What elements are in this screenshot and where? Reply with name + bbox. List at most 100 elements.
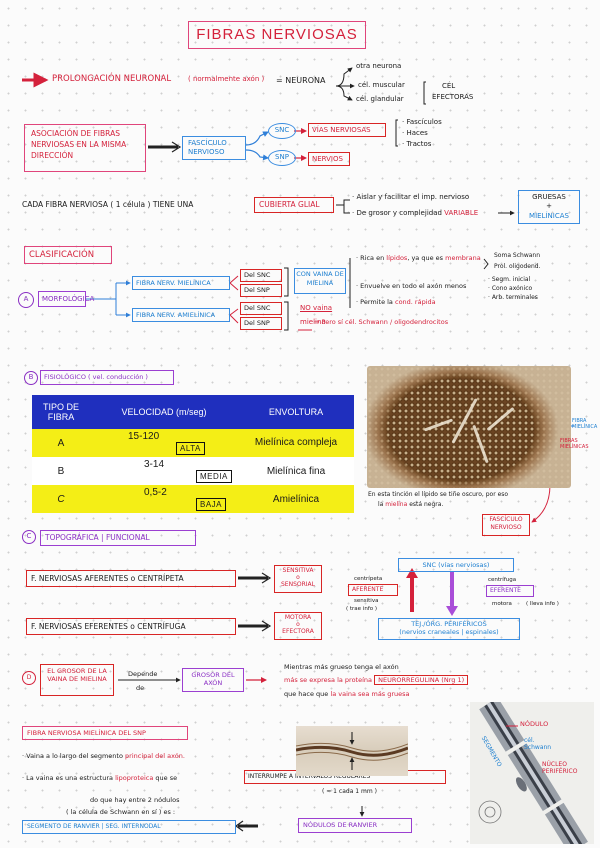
permite-line: · Permite la cond. rápida [356, 298, 436, 306]
fisiologico-box: FISIOLÓGICO ( vel. conducción ) [40, 370, 174, 385]
letter-d-badge: D [22, 671, 36, 685]
nodulo-label: NÓDULO [520, 720, 549, 728]
list-haces: · Haces [402, 129, 428, 137]
morfologica-box: MORFOLÓGICA [38, 291, 94, 307]
grosor-line1: Mientras más grueso tenga el axón [284, 663, 399, 671]
snp-line2: · La vaina es una estructura lipoproteic… [22, 774, 178, 782]
amielinica-snp-box: Del SNP [240, 317, 282, 330]
row-speed: 3-14MEDIA [90, 457, 238, 485]
amielinica-box: FIBRA NERV. AMIELÍNICA [132, 308, 230, 322]
vias-box: VÍAS NERVIOSAS [308, 123, 386, 137]
fasciculo-box: FASCÍCULO NERVIOSO [182, 136, 246, 160]
segmento-ranvier-box: SEGMENTO DE RANVIER | SEG. INTERNODAL [22, 820, 236, 834]
asociacion-box: ASOCIACIÓN DE FIBRAS NERVIOSAS EN LA MIS… [24, 124, 146, 172]
depende-de: de [136, 684, 145, 692]
prolongacion-note: ( normalmente axón ) [188, 75, 265, 83]
snp-line5: ( la célula de Schwann en sí ) es : [66, 808, 176, 816]
target-cel-muscular: cél. muscular [358, 81, 405, 89]
trae-info: ( trae info ) [346, 606, 378, 612]
snp-oval: SNP [268, 150, 296, 166]
aferente-box: AFERENTE [348, 584, 398, 596]
table-row: B 3-14MEDIA Mielínica fina [32, 457, 354, 485]
snp-line3: ( ≈ 1 cada 1 mm ) [322, 788, 377, 795]
neurona-label: = NEURONA [276, 76, 326, 85]
snp-line1: · Vaina a lo largo del segmento principa… [22, 752, 185, 760]
table-row: A 15-120ALTA Mielínica compleja [32, 429, 354, 457]
gruesas-box: GRUESAS+MIELÍNICAS [518, 190, 580, 224]
snp-fiber-title: FIBRA NERVIOSA MIELÍNICA DEL SNP [22, 726, 188, 740]
cubierta-line1: · Aislar y facilitar el imp. nervioso [352, 193, 470, 201]
row-type: B [32, 457, 90, 485]
envuelve-line: · Envuelve en todo el axón menos [356, 282, 467, 290]
target-otra-neurona: otra neurona [356, 62, 402, 70]
speed-level: BAJA [196, 498, 227, 511]
snc-oval: SNC [268, 123, 296, 139]
sin-vaina-a: NO vaina [300, 304, 333, 312]
efectoras-label: EFECTORAS [432, 93, 474, 101]
snc-vias-box: SNC (vías nerviosas) [398, 558, 514, 572]
mielinica-box: FIBRA NERV. MIELÍNICA [132, 276, 230, 290]
grosor-line2: más se expresa la proteína NEURORREGULIN… [284, 675, 469, 685]
sensitiva-small: sensitiva [354, 598, 379, 604]
centripeta-small: centrípeta [354, 576, 383, 582]
nerve-cross-section-image [367, 366, 571, 488]
clasificacion-title: CLASIFICACIÓN [24, 246, 112, 264]
arb-terminales: · Arb. terminales [488, 294, 538, 301]
row-speed: 15-120ALTA [90, 429, 238, 457]
amielinica-snc-box: Del SNC [240, 302, 282, 315]
table-header: TIPO DE FIBRA VELOCIDAD (m/seg) ENVOLTUR… [32, 395, 354, 429]
list-tractos: · Tractos [402, 140, 432, 148]
cubierta-box: CUBIERTA GLIAL [254, 197, 334, 213]
fasciculo-nervioso-box: FASCÍCULO NERVIOSO [482, 514, 530, 536]
row-env: Mielínica fina [238, 457, 354, 485]
row-type: C [32, 485, 90, 513]
motora-small: motora [492, 601, 512, 607]
mielinica-snp-box: Del SNP [240, 284, 282, 297]
schwann-label: cél.Schwann [524, 737, 552, 751]
sin-vaina-b: mielina [300, 318, 326, 326]
row-env: Mielínica compleja [238, 429, 354, 457]
header-velocidad: VELOCIDAD (m/seg) [90, 395, 238, 429]
cel-label: CÉL [442, 82, 456, 90]
topografica-box: TOPOGRÁFICA | FUNCIONAL [40, 530, 196, 546]
rica-line: · Rica en lípidos, ya que es membrana [356, 254, 481, 262]
letter-c-badge: C [22, 530, 36, 544]
prol-oligodend: Prol. oligodend. [494, 263, 541, 270]
con-vaina-box: CON VAINA DE MIELINA [294, 268, 346, 294]
eferente-box: EFERENTE [486, 585, 534, 597]
photo-caption-1: En esta tinción el lípido se tiñe oscuro… [368, 491, 509, 498]
table-row: C 0,5-2BAJA Amielínica [32, 485, 354, 513]
cono-axonico: · Cono axónico [488, 285, 533, 292]
fiber-table: TIPO DE FIBRA VELOCIDAD (m/seg) ENVOLTUR… [32, 395, 354, 513]
letter-a-badge: A [18, 292, 34, 308]
photo-caption-2: la mielina está negra. [378, 501, 444, 508]
row-type: A [32, 429, 90, 457]
row-speed: 0,5-2BAJA [90, 485, 238, 513]
centrifuga-small: centrífuga [488, 577, 517, 583]
aferentes-box: F. NERVIOSAS AFERENTES o CENTRÍPETA [26, 570, 236, 587]
header-envoltura: ENVOLTURA [238, 395, 354, 429]
segm-inicial: · Segm. inicial [488, 276, 531, 283]
cubierta-line2: · De grosor y complejidad VARIABLE [352, 209, 479, 217]
grosor-line3: que hace que la vaina sea más gruesa [284, 690, 410, 698]
page-title: FIBRAS NERVIOSAS [188, 21, 366, 49]
row-env: Amielínica [238, 485, 354, 513]
soma-schwann: Soma Schwann [494, 252, 541, 259]
letter-b-badge: B [24, 371, 38, 385]
lleva-info: ( lleva info ) [526, 601, 559, 607]
speed-level: ALTA [176, 442, 205, 455]
prolongacion-label: PROLONGACIÓN NEURONAL [52, 74, 172, 84]
header-tipo: TIPO DE FIBRA [32, 395, 90, 429]
list-fasciculos: · Fascículos [402, 118, 442, 126]
grosor-box: EL GROSOR DE LA VAINA DE MIELINA [40, 664, 114, 696]
nodulos-ranvier-box: NÓDULOS DE RANVIER [298, 818, 412, 833]
target-cel-glandular: cél. glandular [356, 95, 404, 103]
tejidos-box: TEJ./ÓRG. PERIFÉRICOS(nervios craneales … [378, 618, 520, 640]
speed-level: MEDIA [196, 470, 232, 483]
depende-label: Depende [128, 670, 158, 678]
